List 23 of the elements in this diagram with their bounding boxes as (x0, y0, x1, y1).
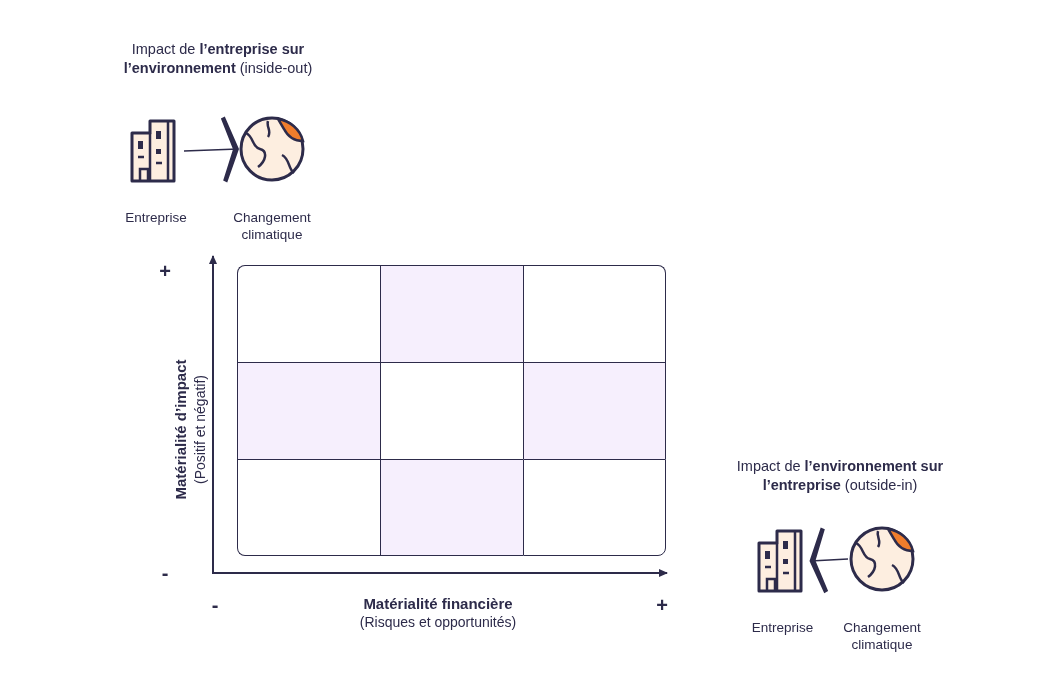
axis-title: Matérialité financière (362, 594, 514, 613)
matrix-cell (523, 265, 666, 362)
icon-caption: Changement climatique (842, 619, 922, 653)
plus-sign: + (158, 262, 172, 281)
matrix-cell (380, 459, 523, 556)
plus-sign: + (655, 596, 669, 615)
matrix-cell (380, 265, 523, 362)
matrix-cell (523, 362, 666, 459)
heading: Impact de l’environnement sur l’entreprise (outside-in) (735, 457, 945, 495)
icon-caption: Entreprise (751, 619, 814, 636)
minus-sign: - (160, 564, 170, 583)
axis-subtitle: (Risques et opportunités) (358, 613, 518, 632)
axis-subtitle: (Positif et négatif) (190, 374, 209, 486)
heading: Impact de l’entreprise sur l’environnement (inside-out) (122, 40, 314, 78)
matrix-cell (237, 362, 380, 459)
matrix-cell (237, 265, 380, 362)
minus-sign: - (210, 596, 220, 615)
matrix-cell (237, 459, 380, 556)
axis-title: Matérialité d’impact (170, 358, 190, 502)
matrix-cell (523, 459, 666, 556)
icon-caption: Entreprise (125, 209, 187, 226)
matrix-cell (380, 362, 523, 459)
icon-caption: Changement climatique (232, 209, 312, 243)
